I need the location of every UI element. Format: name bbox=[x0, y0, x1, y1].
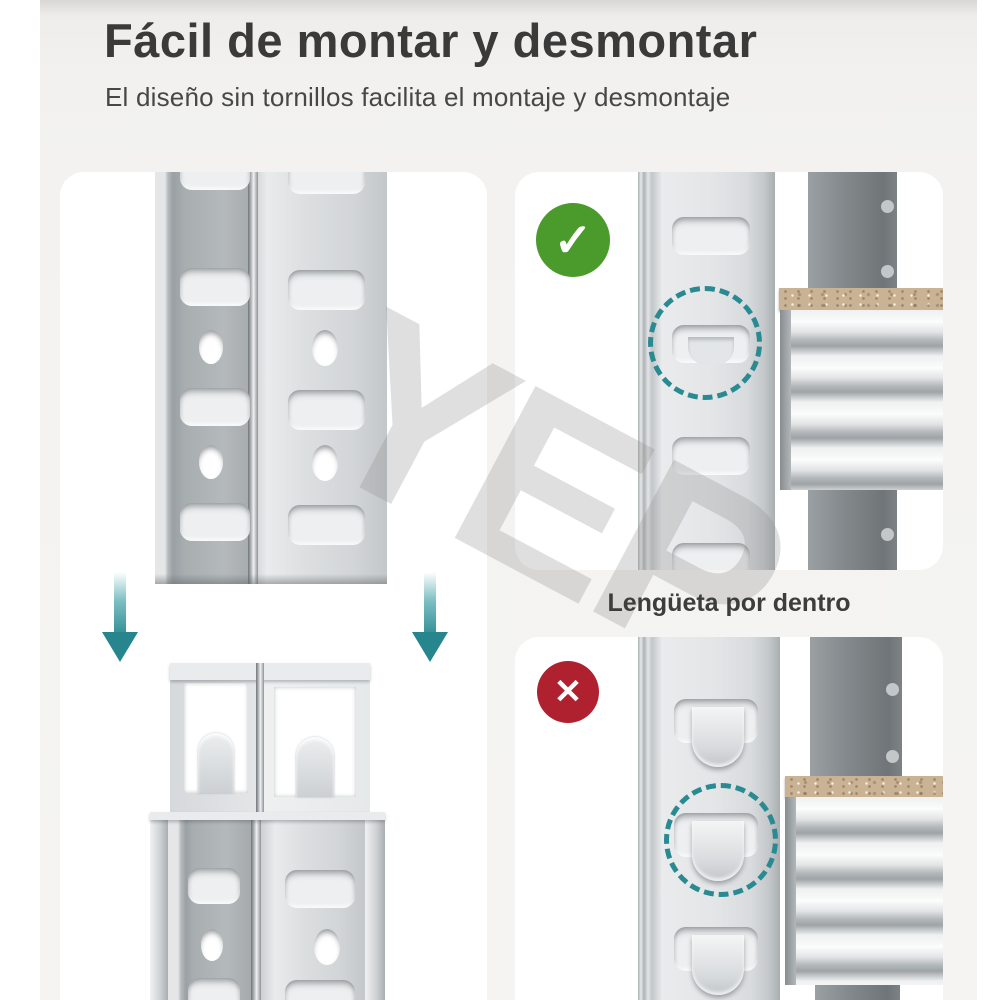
incorrect-photo-panel: ✕ bbox=[515, 637, 943, 1000]
lower-post-top-rim bbox=[150, 812, 385, 820]
post-hole bbox=[312, 445, 338, 481]
back-post-hole bbox=[881, 265, 894, 278]
tab-arch bbox=[296, 737, 334, 797]
beam-edge bbox=[780, 310, 791, 490]
shelf-board-edge bbox=[785, 776, 943, 797]
slot-opening bbox=[285, 980, 355, 1000]
tab-sticking-out bbox=[692, 707, 744, 767]
slot-opening bbox=[672, 543, 750, 570]
lower-post-left-face bbox=[168, 812, 251, 1000]
post-hole bbox=[314, 929, 340, 965]
arrow-stem bbox=[424, 572, 436, 636]
slot-opening bbox=[672, 217, 750, 255]
highlight-circle bbox=[664, 783, 778, 897]
sleeve-corner-ridge bbox=[256, 663, 264, 830]
highlight-circle bbox=[648, 286, 762, 400]
header: Fácil de montar y desmontar El diseño si… bbox=[104, 14, 757, 113]
correct-photo-panel: ✓ bbox=[515, 172, 943, 570]
slot-opening bbox=[188, 868, 240, 904]
corrugated-beam bbox=[785, 797, 943, 985]
check-icon: ✓ bbox=[553, 214, 593, 266]
slot-opening bbox=[288, 270, 365, 310]
disassembly-photo-panel bbox=[60, 172, 487, 1000]
caption: Lengüeta por dentro bbox=[607, 589, 851, 617]
back-post-hole bbox=[886, 683, 899, 696]
slot-opening bbox=[288, 172, 365, 194]
page-title: Fácil de montar y desmontar bbox=[104, 14, 758, 67]
slot-opening bbox=[180, 388, 250, 426]
back-post bbox=[815, 985, 900, 1000]
tab-sticking-out bbox=[692, 935, 744, 995]
post-bottom-rim bbox=[155, 574, 387, 584]
page-subtitle: El diseño sin tornillos facilita el mont… bbox=[105, 82, 731, 113]
slot-opening bbox=[180, 172, 250, 190]
post-hole bbox=[201, 929, 223, 961]
tab-arch bbox=[198, 733, 234, 793]
post-hole bbox=[312, 330, 338, 366]
down-arrow-icon bbox=[412, 572, 448, 664]
back-post-hole bbox=[881, 200, 894, 213]
back-post-hole bbox=[886, 750, 899, 763]
lower-post-flange bbox=[365, 812, 385, 1000]
check-badge: ✓ bbox=[536, 203, 610, 277]
slot-opening bbox=[288, 505, 365, 545]
lower-post-flange bbox=[150, 812, 168, 1000]
slot-opening bbox=[180, 268, 250, 306]
slot-opening bbox=[285, 870, 355, 908]
post-hole bbox=[199, 330, 223, 364]
post-hole bbox=[199, 445, 223, 479]
slot-opening bbox=[180, 503, 250, 541]
arrow-stem bbox=[114, 572, 126, 636]
back-post-hole bbox=[881, 528, 894, 541]
slot-opening bbox=[288, 390, 365, 430]
shelf-board-edge bbox=[779, 288, 943, 310]
down-arrow-icon bbox=[102, 572, 138, 664]
lower-post-ridge bbox=[251, 812, 261, 1000]
arrow-head bbox=[102, 632, 138, 662]
arrow-head bbox=[412, 632, 448, 662]
cross-badge: ✕ bbox=[537, 661, 599, 723]
cross-icon: ✕ bbox=[553, 673, 583, 711]
post-corner-ridge bbox=[248, 172, 258, 584]
corrugated-beam bbox=[780, 310, 943, 490]
slot-opening bbox=[188, 978, 240, 1000]
beam-edge bbox=[785, 797, 796, 985]
sleeve-top-bar bbox=[170, 663, 370, 680]
slot-opening bbox=[672, 437, 750, 475]
